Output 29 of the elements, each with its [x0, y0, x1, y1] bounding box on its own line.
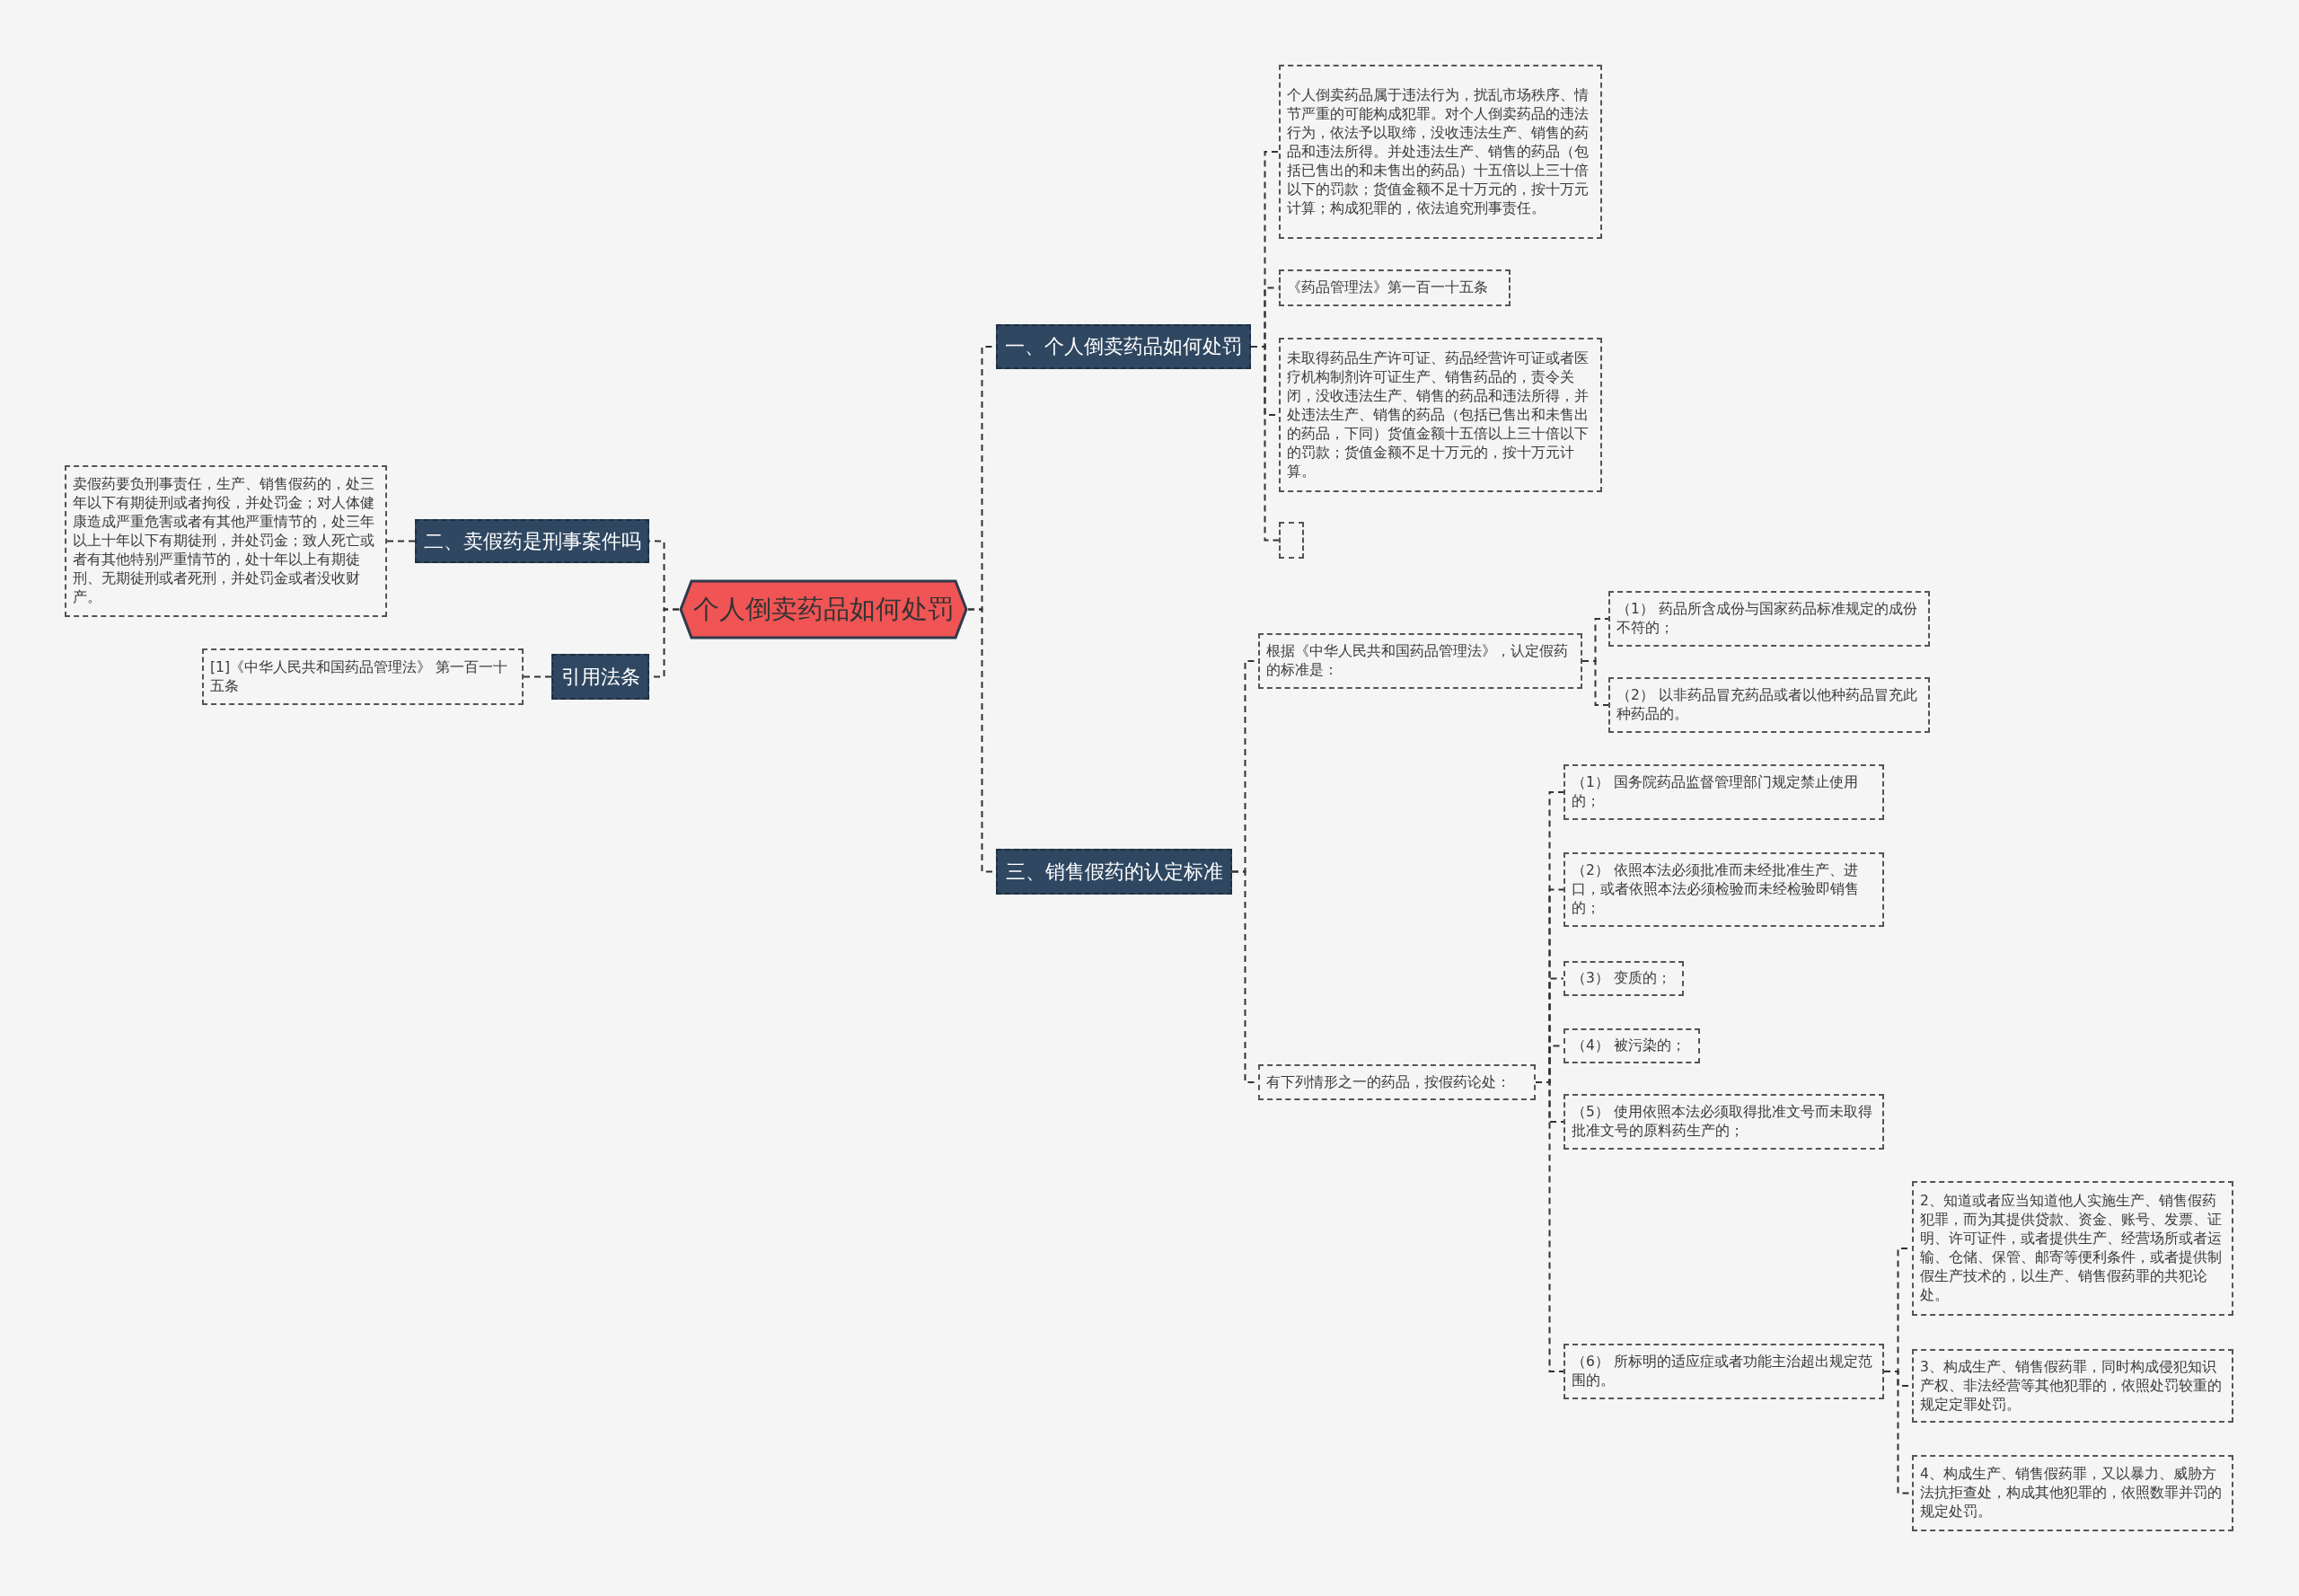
text-box: （3） 变质的；: [1563, 961, 1684, 996]
branch-topic: 三、销售假药的认定标准: [996, 849, 1232, 895]
text-box: （5） 使用依照本法必须取得批准文号而未取得批准文号的原料药生产的；: [1563, 1094, 1884, 1150]
branch-topic: 一、个人倒卖药品如何处罚: [996, 324, 1251, 369]
text-box: （4） 被污染的；: [1563, 1028, 1700, 1063]
connector-line: [523, 675, 552, 678]
text-box: （1） 药品所含成份与国家药品标准规定的成份不符的；: [1608, 591, 1930, 647]
connector-line: [1581, 660, 1609, 706]
text-box: 4、构成生产、销售假药罪，又以暴力、威胁方法抗拒查处，构成其他犯罪的，依照数罪并罚的规定处罚。: [1912, 1455, 2233, 1531]
empty-box: [1279, 522, 1304, 559]
text-box: （6） 所标明的适应症或者功能主治超出规定范围的。: [1563, 1344, 1884, 1399]
text-box: 2、知道或者应当知道他人实施生产、销售假药犯罪，而为其提供贷款、资金、账号、发票、证明、许可证件，或者提供生产、经营场所或者运输、仓储、保管、邮寄等便利条件，或者提供制假生产技术的，以生产、销售假药罪的共犯论处。: [1912, 1181, 2233, 1316]
branch-topic: 引用法条: [551, 654, 649, 700]
text-box: 根据《中华人民共和国药品管理法》，认定假药的标准是：: [1258, 633, 1582, 689]
connector-line: [1535, 1081, 1564, 1372]
text-box: （1） 国务院药品监督管理部门规定禁止使用的；: [1563, 764, 1884, 820]
connector-line: [1250, 346, 1280, 542]
text-box: 个人倒卖药品属于违法行为，扰乱市场秩序、情节严重的可能构成犯罪。对个人倒卖药品的违法行为，依法予以取缔，没收违法生产、销售的药品和违法所得。并处违法生产、销售的药品（包括已售出的和未售出的药品）十五倍以上三十倍以下的罚款；货值金额不足十万元的，按十万元计算；构成犯罪的，依法追究刑事责任。: [1279, 65, 1602, 239]
text-box: （2） 以非药品冒充药品或者以他种药品冒充此种药品的。: [1608, 677, 1930, 733]
branch-topic: 二、卖假药是刑事案件吗: [415, 519, 649, 563]
text-box: [1]《中华人民共和国药品管理法》 第一百一十五条: [202, 648, 524, 705]
text-box: 3、构成生产、销售假药罪，同时构成侵犯知识产权、非法经营等其他犯罪的，依照处罚较重的规定定罪处罚。: [1912, 1349, 2233, 1423]
connector-line: [386, 540, 416, 542]
text-box: 未取得药品生产许可证、药品经营许可证或者医疗机构制剂许可证生产、销售药品的，责令关闭，没收违法生产、销售的药品和违法所得，并处违法生产、销售的药品（包括已售出和未售出的药品，下同）货值金额十五倍以上三十倍以下的罚款；货值金额不足十万元的，按十万元计算。: [1279, 338, 1602, 492]
central-topic: 个人倒卖药品如何处罚: [679, 579, 968, 639]
text-box: 卖假药要负刑事责任，生产、销售假药的，处三年以下有期徒刑或者拘役，并处罚金；对人体健康造成严重危害或者有其他严重情节的，处三年以上十年以下有期徒刑，并处罚金；致人死亡或者有其他特别严重情节的，处十年以上有期徒刑、无期徒刑或者死刑，并处罚金或者没收财产。: [65, 465, 387, 617]
text-box: 《药品管理法》第一百一十五条: [1279, 269, 1511, 306]
text-box: 有下列情形之一的药品，按假药论处：: [1258, 1064, 1536, 1100]
text-box: （2） 依照本法必须批准而未经批准生产、进口，或者依照本法必须检验而未经检验即销售的；: [1563, 852, 1884, 927]
